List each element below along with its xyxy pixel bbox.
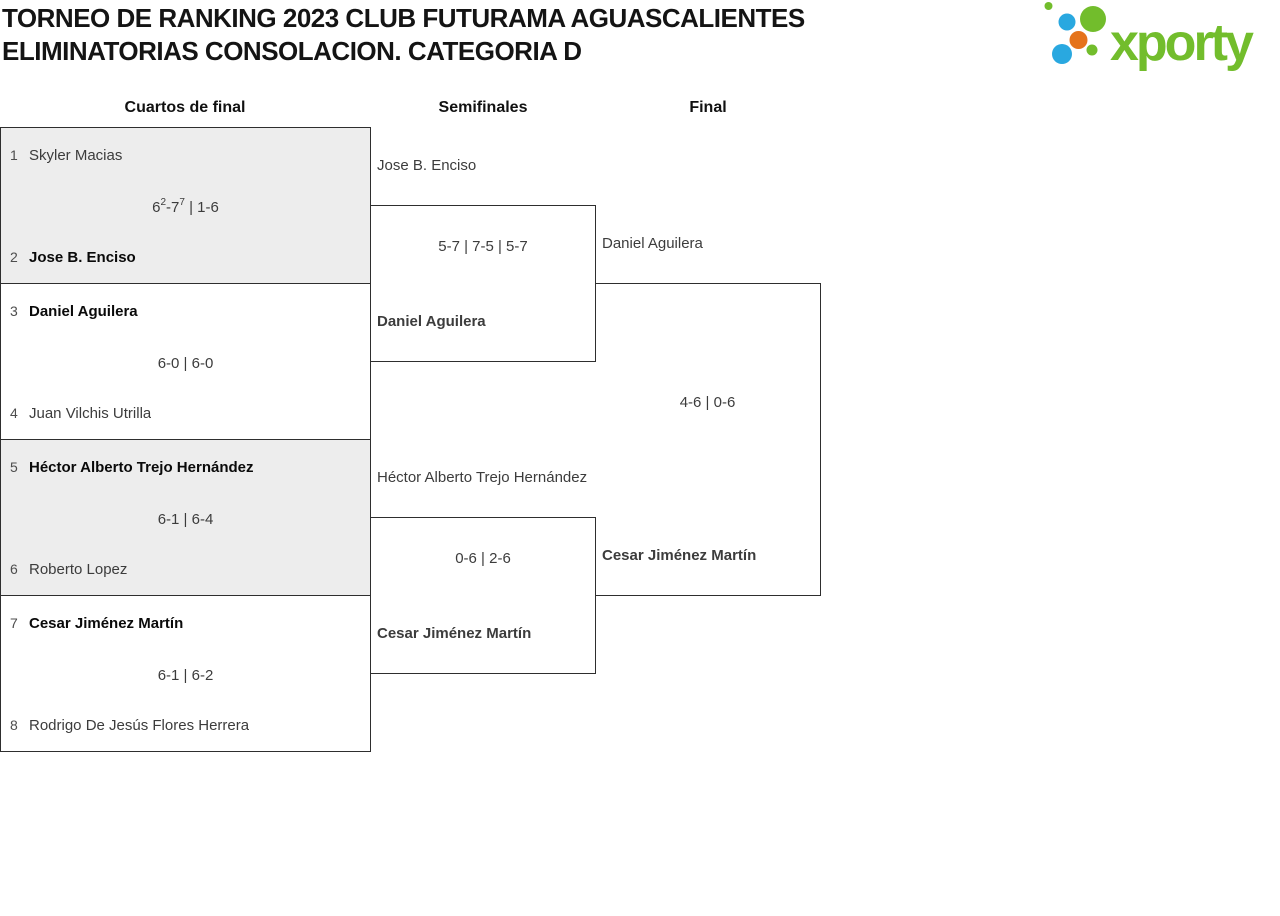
player-name: Juan Vilchis Utrilla (29, 405, 152, 421)
logo-dot-icon (1052, 44, 1072, 64)
match-score: 0-6 | 2-6 (455, 550, 511, 567)
player-name: Héctor Alberto Trejo Hernández (377, 470, 588, 486)
column-header-final: Final (689, 99, 727, 116)
match-score: 5-7 | 7-5 | 5-7 (438, 238, 528, 255)
player-row: 6 Roberto Lopez (10, 561, 362, 577)
match-score: 6-1 | 6-4 (157, 511, 214, 528)
match-box-sf1: 5-7 | 7-5 | 5-7 (370, 205, 596, 362)
player-row: 4 Juan Vilchis Utrilla (10, 405, 362, 421)
match-box-final: 4-6 | 0-6 (595, 283, 821, 596)
seed-number: 2 (10, 249, 18, 265)
player-name: Daniel Aguilera (377, 313, 486, 330)
player-name: Rodrigo De Jesús Flores Herrera (29, 717, 250, 733)
logo-dot-icon (1080, 6, 1106, 32)
player-name: Daniel Aguilera (29, 303, 138, 319)
player-name: Roberto Lopez (29, 561, 128, 577)
logo-dot-icon (1058, 13, 1076, 31)
match-score: 4-6 | 0-6 (679, 394, 736, 411)
match-box-qf4: 7 Cesar Jiménez Martín 6-1 | 6-2 8 Rodri… (0, 595, 371, 752)
column-header-semifinals: Semifinales (438, 99, 528, 116)
player-row: 7 Cesar Jiménez Martín (10, 615, 362, 631)
player-name: Jose B. Enciso (29, 249, 136, 265)
logo-dot-icon (1044, 2, 1053, 10)
column-header-quarterfinals: Cuartos de final (124, 99, 246, 116)
seed-number: 8 (10, 717, 18, 733)
player-name: Daniel Aguilera (602, 235, 703, 252)
page-title-line1: TORNEO DE RANKING 2023 CLUB FUTURAMA AGU… (2, 3, 805, 33)
player-row: 2 Jose B. Enciso (10, 249, 362, 265)
player-name: Jose B. Enciso (377, 157, 477, 174)
player-row: 5 Héctor Alberto Trejo Hernández (10, 459, 362, 475)
seed-number: 3 (10, 303, 18, 319)
seed-number: 1 (10, 147, 18, 163)
logo-dot-icon (1069, 31, 1088, 49)
logo-dot-icon (1086, 44, 1098, 56)
match-score: 6-1 | 6-2 (157, 667, 214, 684)
player-name: Skyler Macias (29, 147, 123, 163)
match-box-qf1: 1 Skyler Macias 62-77 | 1-6 2 Jose B. En… (0, 127, 371, 284)
seed-number: 6 (10, 561, 18, 577)
player-row: 1 Skyler Macias (10, 147, 362, 163)
xporty-logo[interactable]: xporty (1040, 0, 1280, 78)
player-name: Héctor Alberto Trejo Hernández (29, 459, 254, 475)
seed-number: 7 (10, 615, 18, 631)
logo-wordmark: xporty (1110, 14, 1254, 72)
player-name: Cesar Jiménez Martín (29, 615, 184, 631)
match-box-qf2: 3 Daniel Aguilera 6-0 | 6-0 4 Juan Vilch… (0, 283, 371, 440)
seed-number: 5 (10, 459, 18, 475)
player-row: 8 Rodrigo De Jesús Flores Herrera (10, 717, 362, 733)
match-score: 62-77 | 1-6 (152, 197, 219, 217)
page-title-line2: ELIMINATORIAS CONSOLACION. CATEGORIA D (2, 36, 582, 66)
player-name: Cesar Jiménez Martín (377, 625, 532, 642)
match-box-sf2: 0-6 | 2-6 (370, 517, 596, 674)
player-row: 3 Daniel Aguilera (10, 303, 362, 319)
match-score: 6-0 | 6-0 (157, 355, 214, 372)
match-box-qf3: 5 Héctor Alberto Trejo Hernández 6-1 | 6… (0, 439, 371, 596)
player-name: Cesar Jiménez Martín (602, 547, 757, 564)
page-title: TORNEO DE RANKING 2023 CLUB FUTURAMA AGU… (2, 2, 902, 68)
seed-number: 4 (10, 405, 18, 421)
